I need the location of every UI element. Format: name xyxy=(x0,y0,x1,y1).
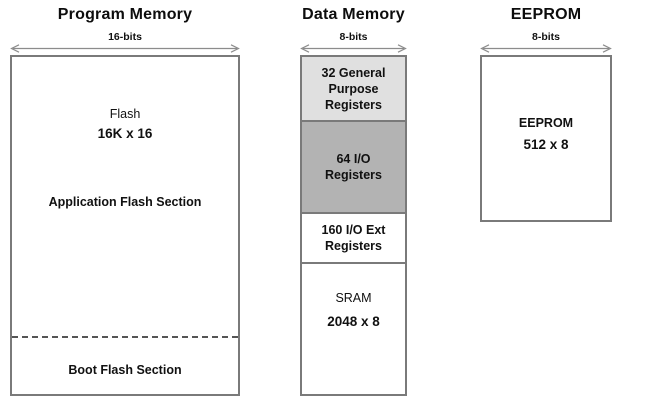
eeprom-box[interactable]: EEPROM 512 x 8 xyxy=(480,55,612,222)
program-memory-width-label: 16-bits xyxy=(108,31,142,43)
ioext-line1: 160 I/O Ext xyxy=(321,223,386,237)
ior-line1: 64 I/O xyxy=(336,152,371,166)
program-memory-width-dimension: 16-bits xyxy=(10,31,240,55)
sram-name-label: SRAM xyxy=(335,291,372,305)
eeprom-width-dimension: 8-bits xyxy=(480,31,612,55)
eeprom-name-label: EEPROM xyxy=(518,116,574,130)
data-memory-width-dimension: 8-bits xyxy=(300,31,407,55)
boot-flash-section-label: Boot Flash Section xyxy=(68,363,182,377)
gpr-line1: 32 General xyxy=(321,65,386,80)
flash-memory-box[interactable]: Flash 16K x 16 Application Flash Section… xyxy=(10,55,240,396)
application-flash-section-label: Application Flash Section xyxy=(48,195,202,209)
sram-block[interactable]: SRAM 2048 x 8 xyxy=(302,264,405,394)
data-memory-title: Data Memory xyxy=(302,6,405,23)
program-memory-title: Program Memory xyxy=(57,6,193,23)
flash-section-divider xyxy=(12,336,238,338)
sram-size-label: 2048 x 8 xyxy=(327,314,380,329)
ioext-line2: Registers xyxy=(325,239,382,253)
eeprom-width-label: 8-bits xyxy=(531,31,560,43)
flash-name-label: Flash xyxy=(109,107,141,121)
data-memory-box: 32 General Purpose Registers 64 I/O Regi… xyxy=(300,55,407,396)
double-arrow-icon xyxy=(480,44,612,53)
double-arrow-icon xyxy=(10,44,240,53)
general-purpose-registers-block[interactable]: 32 General Purpose Registers xyxy=(302,57,405,122)
gpr-line3: Registers xyxy=(325,97,382,112)
eeprom-title: EEPROM xyxy=(510,6,582,23)
io-ext-registers-block[interactable]: 160 I/O Ext Registers xyxy=(302,214,405,264)
data-memory-width-label: 8-bits xyxy=(339,31,368,43)
eeprom-size-label: 512 x 8 xyxy=(523,137,569,152)
io-registers-block[interactable]: 64 I/O Registers xyxy=(302,122,405,214)
gpr-line2: Purpose xyxy=(328,81,379,96)
double-arrow-icon xyxy=(300,44,407,53)
flash-size-label: 16K x 16 xyxy=(97,126,153,141)
ior-line2: Registers xyxy=(325,168,382,182)
